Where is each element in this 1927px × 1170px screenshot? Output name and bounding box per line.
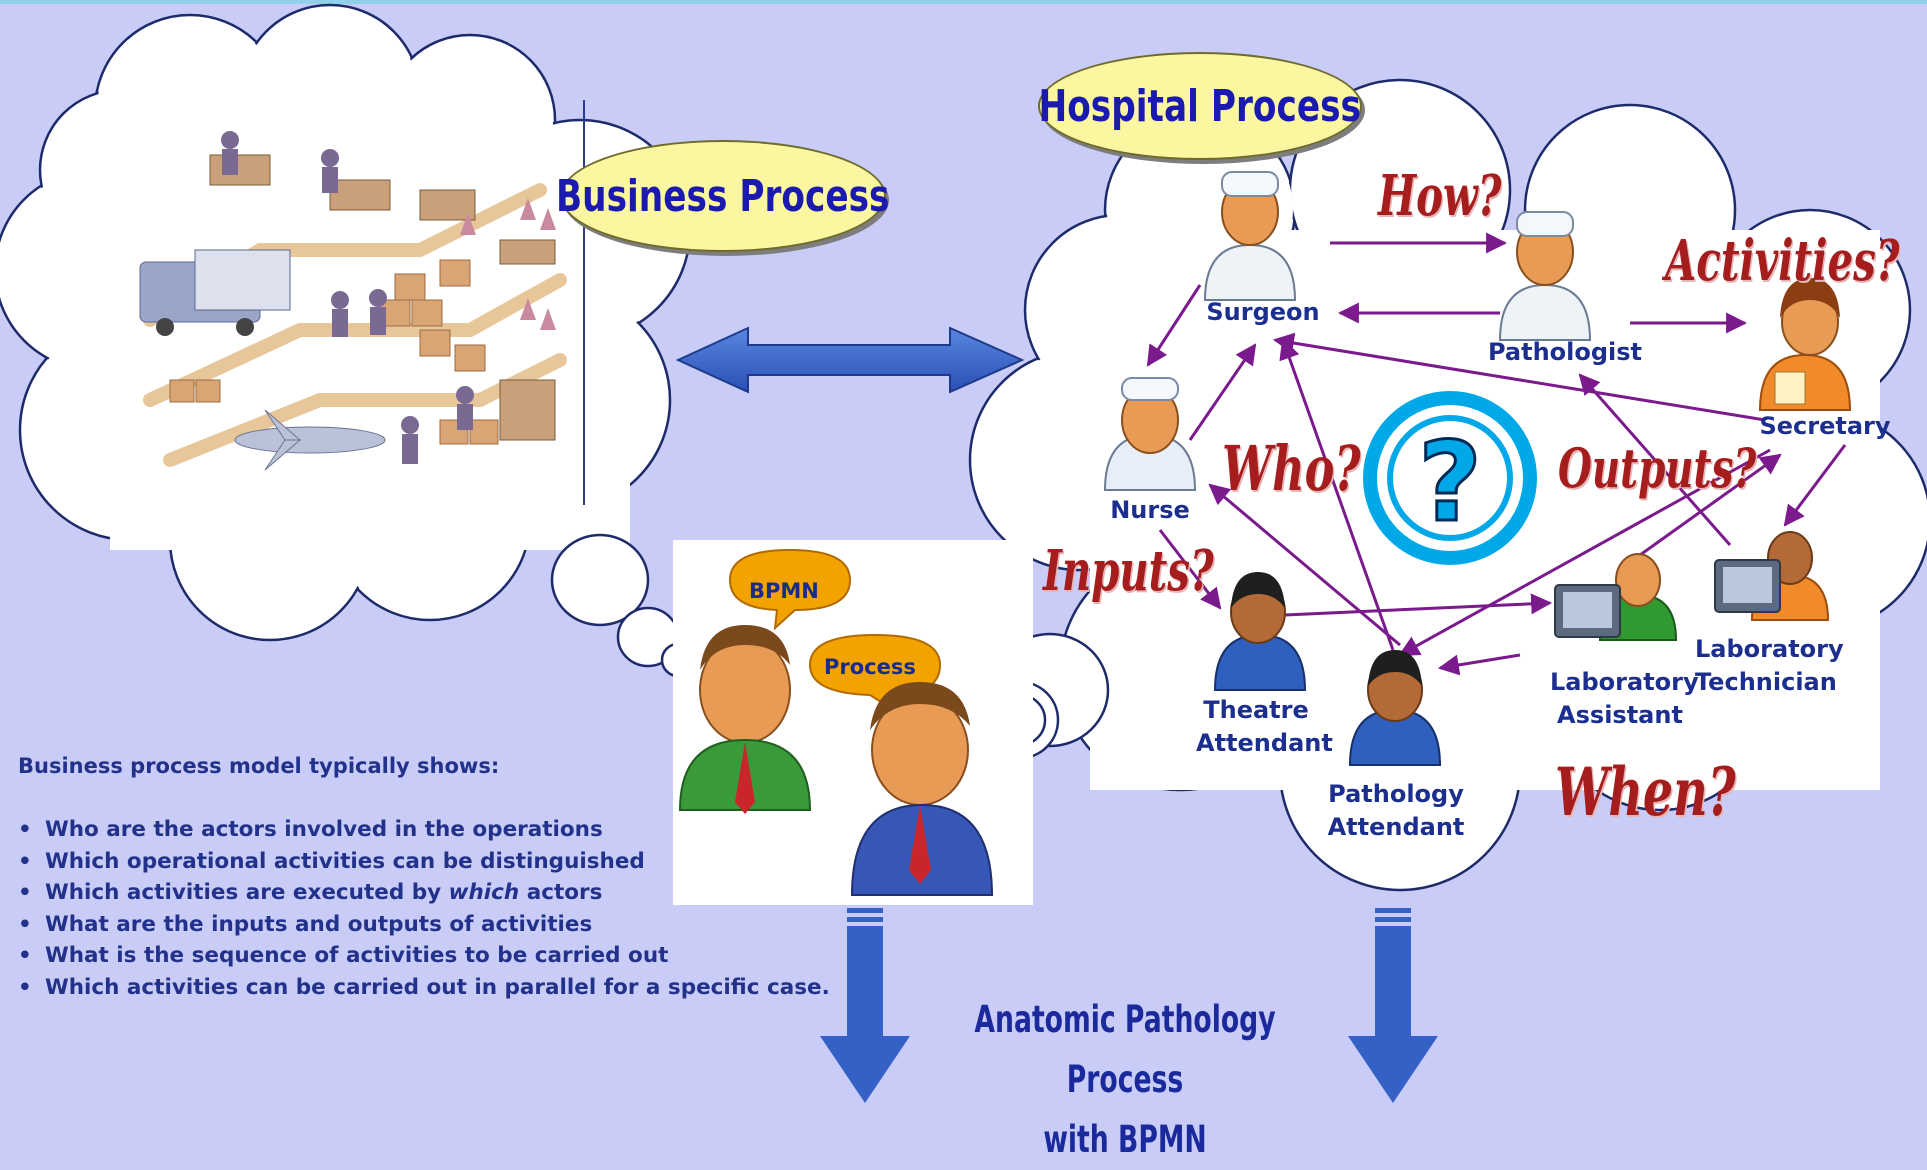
theatre-attendant-icon [1213,572,1307,691]
info-title: Business process model typically shows: [18,754,500,778]
activities-question: Activities? [1665,228,1900,294]
question-mark-icon [1363,391,1537,565]
nurse-label: Nurse [1110,496,1190,524]
surgeon-icon [1203,171,1297,301]
anatomic-pathology-title-line2: with BPMN [1043,1118,1207,1161]
hospital-process-label: Hospital Process [1038,52,1362,160]
info-item-parallel: Which activities can be carried out in p… [18,972,830,1004]
who-question: Who? [1222,432,1361,505]
bpmn-conversation-box [673,540,1033,905]
down-arrow-left [820,908,910,1103]
question-mark-glyph: ? [1418,418,1482,546]
inputs-question: Inputs? [1043,538,1214,604]
business-process-text: Business Process [556,170,890,222]
info-item-inputs-outputs: What are the inputs and outputs of activ… [18,909,830,941]
info-item-actors: Who are the actors involved in the opera… [18,814,830,846]
info-list: Who are the actors involved in the opera… [18,814,830,1003]
relation-arrows [1146,232,1847,676]
nurse-icon [1103,377,1197,491]
top-border [0,0,1927,4]
pathology-attendant-label: Pathology Attendant [1327,780,1465,841]
warehouse-illustration [139,100,585,505]
process-bubble-label: Process [824,655,916,679]
laboratory-technician-icon [1714,531,1830,621]
info-item-executed-by: Which activities are executed by which a… [18,877,830,909]
pathology-attendant-icon [1348,650,1442,766]
pathologist-icon [1498,211,1592,341]
when-question: When? [1555,753,1736,831]
outputs-question: Outputs? [1558,436,1757,500]
anatomic-pathology-title-line1: Anatomic Pathology Process [974,998,1276,1101]
thought-bubbles-left [550,533,696,678]
theatre-attendant-label: Theatre Attendant [1196,696,1333,757]
how-question: How? [1378,163,1502,229]
business-process-label: Business Process [556,140,890,252]
double-arrow [675,326,1025,394]
laboratory-assistant-icon [1554,553,1678,641]
diagram-canvas: ? [0,3,1927,1103]
laboratory-assistant-label: Laboratory Assistant [1550,668,1699,729]
laboratory-technician-label: Laboratory Technician [1695,635,1844,696]
info-item-sequence: What is the sequence of activities to be… [18,940,830,972]
secretary-icon [1758,278,1852,411]
pathologist-label: Pathologist [1487,338,1643,366]
bpmn-bubble-label: BPMN [749,579,819,603]
surgeon-label: Surgeon [1206,298,1320,326]
hospital-process-text: Hospital Process [1038,80,1362,132]
down-arrow-right [1348,908,1438,1103]
secretary-label: Secretary [1759,412,1891,440]
anatomic-pathology-title: Anatomic Pathology Process with BPMN [905,990,1345,1170]
info-item-activities: Which operational activities can be dist… [18,846,830,878]
